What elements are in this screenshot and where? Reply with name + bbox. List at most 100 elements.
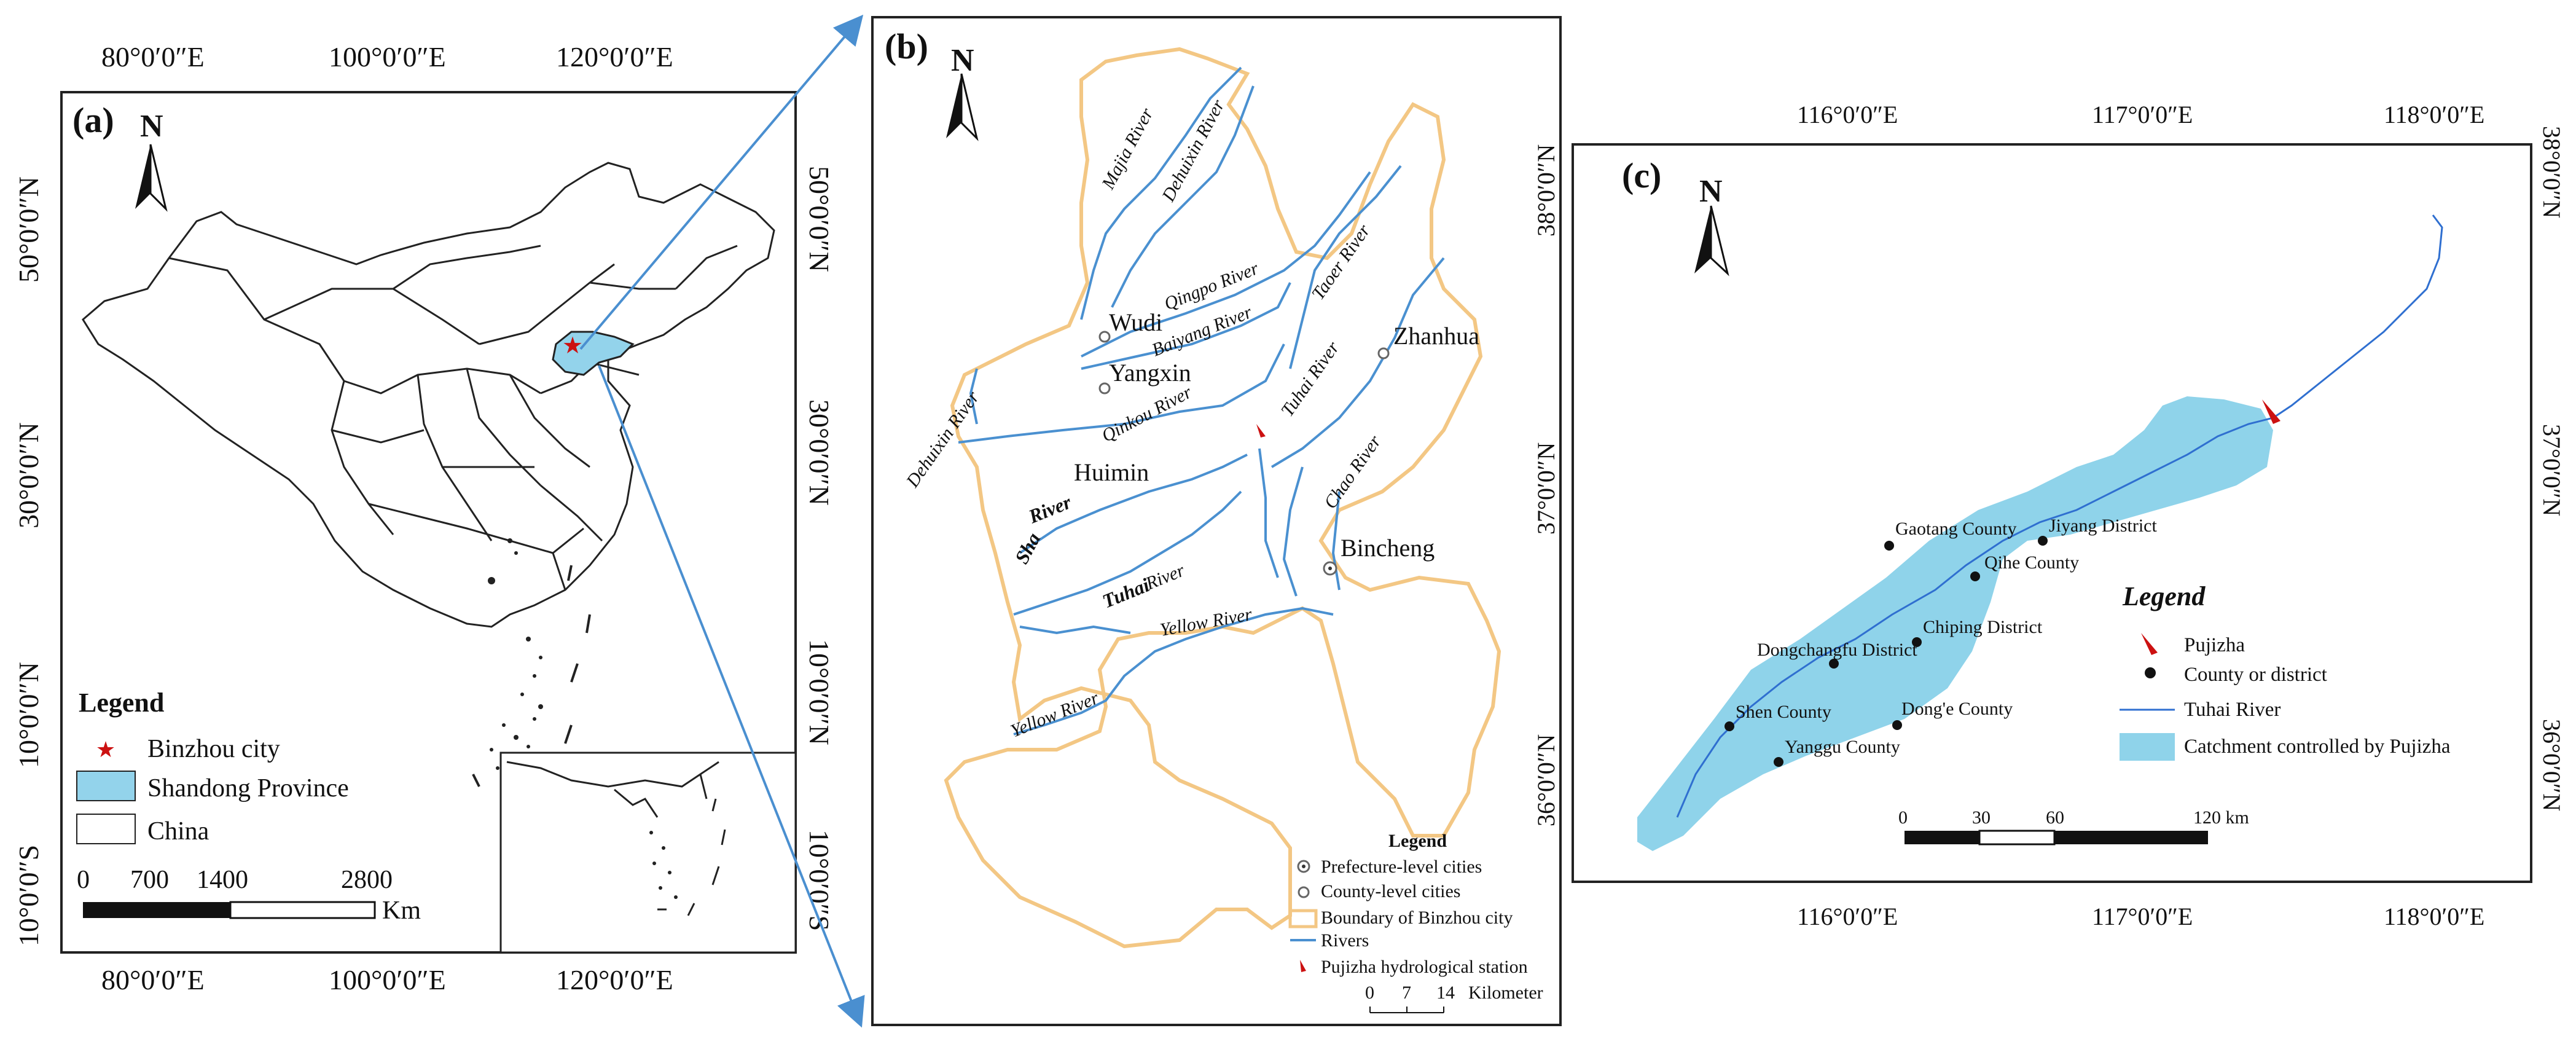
c-place-qihe-icon xyxy=(1970,571,1980,581)
inset-map xyxy=(506,761,726,916)
b-legend-station-icon xyxy=(1300,960,1306,972)
south-china-sea-islands xyxy=(488,538,543,770)
binzhou-boundary xyxy=(944,47,1501,949)
c-lon-top-1: 116°0′0″E xyxy=(1797,101,1898,128)
a-lon-bottom-1: 80°0′0″E xyxy=(101,964,205,995)
panel-b: (b) N Wudi xyxy=(871,16,1562,1026)
c-lon-top-2: 117°0′0″E xyxy=(2092,101,2193,128)
c-scale-0: 0 xyxy=(1898,807,1908,828)
b-legend-title: Legend xyxy=(1388,831,1447,851)
b-legend-station: Pujizha hydrological station xyxy=(1321,957,1528,977)
b-river-sha-river: River xyxy=(1025,490,1075,528)
c-place-jiyang: Jiyang District xyxy=(2049,516,2157,536)
a-lat-left-4: 10°0′0″S xyxy=(13,845,44,946)
c-lon-bottom-2: 117°0′0″E xyxy=(2092,903,2193,930)
c-lat-left-3: 36°0′0″N xyxy=(1532,734,1560,826)
c-place-donge: Dong'e County xyxy=(1901,699,2013,719)
c-panel-label: (c) xyxy=(1622,155,1661,195)
b-river-dehuixin-1: Dehuixin River xyxy=(1158,96,1229,205)
b-river-tuhai-river: River xyxy=(1142,560,1188,594)
a-scale-1400: 1400 xyxy=(197,866,248,894)
b-city-wudi-icon xyxy=(1098,331,1111,343)
b-river-majia: Majia River xyxy=(1098,104,1157,193)
a-legend-shandong: Shandong Province xyxy=(147,774,349,803)
a-lon-top-3: 120°0′0″E xyxy=(556,41,673,73)
b-scale-unit: Kilometer xyxy=(1468,983,1543,1003)
a-lat-left-3: 10°0′0″N xyxy=(13,662,44,768)
c-place-yanggu: Yanggu County xyxy=(1785,737,1900,757)
c-legend-catchment-swatch xyxy=(2120,733,2175,761)
inset-islands xyxy=(649,831,678,899)
c-place-donge-icon xyxy=(1892,720,1902,730)
a-lat-right-3: 10°0′0″N xyxy=(804,639,835,745)
b-scale-bar xyxy=(1369,1007,1444,1013)
c-scale-seg-1 xyxy=(1905,831,1979,844)
c-place-gaotang-icon xyxy=(1884,541,1894,551)
a-lat-left-2: 30°0′0″N xyxy=(13,422,44,528)
a-lon-bottom-3: 120°0′0″E xyxy=(556,964,673,995)
a-lat-left-1: 50°0′0″N xyxy=(13,176,44,283)
a-lon-bottom-2: 100°0′0″E xyxy=(329,964,446,995)
tuhai-river-line xyxy=(1676,214,2443,818)
b-legend-prefecture: Prefecture-level cities xyxy=(1321,857,1482,877)
china-map xyxy=(82,162,775,628)
c-north-arrow-icon xyxy=(1694,205,1729,277)
c-scale-seg-2 xyxy=(1978,830,2056,846)
b-scale-7: 7 xyxy=(1402,983,1411,1003)
a-panel-label: (a) xyxy=(72,100,114,140)
a-legend-binzhou: Binzhou city xyxy=(147,735,280,763)
a-scale-bar-light xyxy=(229,901,376,919)
a-legend-star-icon: ★ xyxy=(96,737,115,762)
b-river-dehuixin-2: Dehuixin River xyxy=(902,387,983,491)
c-lon-bottom-3: 118°0′0″E xyxy=(2384,903,2484,930)
c-legend-catchment: Catchment controlled by Pujizha xyxy=(2184,736,2451,758)
a-lat-right-4: 10°0′0″S xyxy=(804,830,835,931)
b-rivers xyxy=(958,66,1445,736)
c-lat-right-3: 36°0′0″N xyxy=(2538,719,2566,811)
b-river-tuhai-b: Tuhai River xyxy=(1277,337,1344,420)
c-place-dongchangfu-icon xyxy=(1829,659,1839,669)
c-legend-title: Legend xyxy=(2122,581,2206,611)
c-lat-right-2: 37°0′0″N xyxy=(2538,424,2566,516)
shandong-province xyxy=(552,331,635,376)
a-scale-0: 0 xyxy=(77,866,90,894)
b-river-chao: Chao River xyxy=(1320,431,1385,512)
b-city-bincheng: Bincheng xyxy=(1341,534,1435,562)
panel-b-frame xyxy=(871,16,1562,1026)
b-legend-boundary-swatch xyxy=(1288,909,1318,928)
c-place-gaotang: Gaotang County xyxy=(1895,519,2016,539)
b-north-arrow-icon xyxy=(946,73,979,141)
c-lat-left-1: 38°0′0″N xyxy=(1532,144,1560,237)
c-legend-county: County or district xyxy=(2184,664,2327,686)
a-scale-unit: Km xyxy=(382,897,421,925)
c-lon-top-3: 118°0′0″E xyxy=(2384,101,2484,128)
a-scale-700: 700 xyxy=(130,866,169,894)
b-north-label: N xyxy=(951,43,974,78)
panel-c-frame xyxy=(1572,143,2532,883)
c-place-shen-icon xyxy=(1725,721,1734,731)
c-place-shen: Shen County xyxy=(1736,702,1831,722)
b-city-wudi: Wudi xyxy=(1109,308,1162,336)
b-legend-boundary: Boundary of Binzhou city xyxy=(1321,908,1513,928)
a-legend-title: Legend xyxy=(79,688,164,718)
c-north-label: N xyxy=(1699,174,1723,209)
b-river-qinkou: Qinkou River xyxy=(1098,382,1196,446)
c-place-dongchangfu: Dongchangfu District xyxy=(1757,640,1917,660)
b-legend-county: County-level cities xyxy=(1321,881,1460,901)
b-scale-14: 14 xyxy=(1436,983,1455,1003)
a-lat-right-1: 50°0′0″N xyxy=(804,166,835,272)
a-lat-right-2: 30°0′0″N xyxy=(804,399,835,506)
b-legend-rivers: Rivers xyxy=(1321,930,1369,951)
b-panel-label: (b) xyxy=(885,26,928,66)
a-legend-china: China xyxy=(147,817,209,846)
b-river-yellow-1: Yellow River xyxy=(1158,604,1253,640)
binzhou-star-icon: ★ xyxy=(562,333,583,359)
a-legend-shandong-swatch xyxy=(76,771,136,801)
c-place-chiping: Chiping District xyxy=(1923,617,2043,637)
c-scale-30: 30 xyxy=(1972,807,1991,828)
panel-a: 80°0′0″E 100°0′0″E 120°0′0″E 80°0′0″E 10… xyxy=(13,41,835,995)
a-scale-2800: 2800 xyxy=(341,866,393,894)
c-legend-river: Tuhai River xyxy=(2184,699,2280,721)
c-pujizha-station-icon xyxy=(2262,399,2280,424)
